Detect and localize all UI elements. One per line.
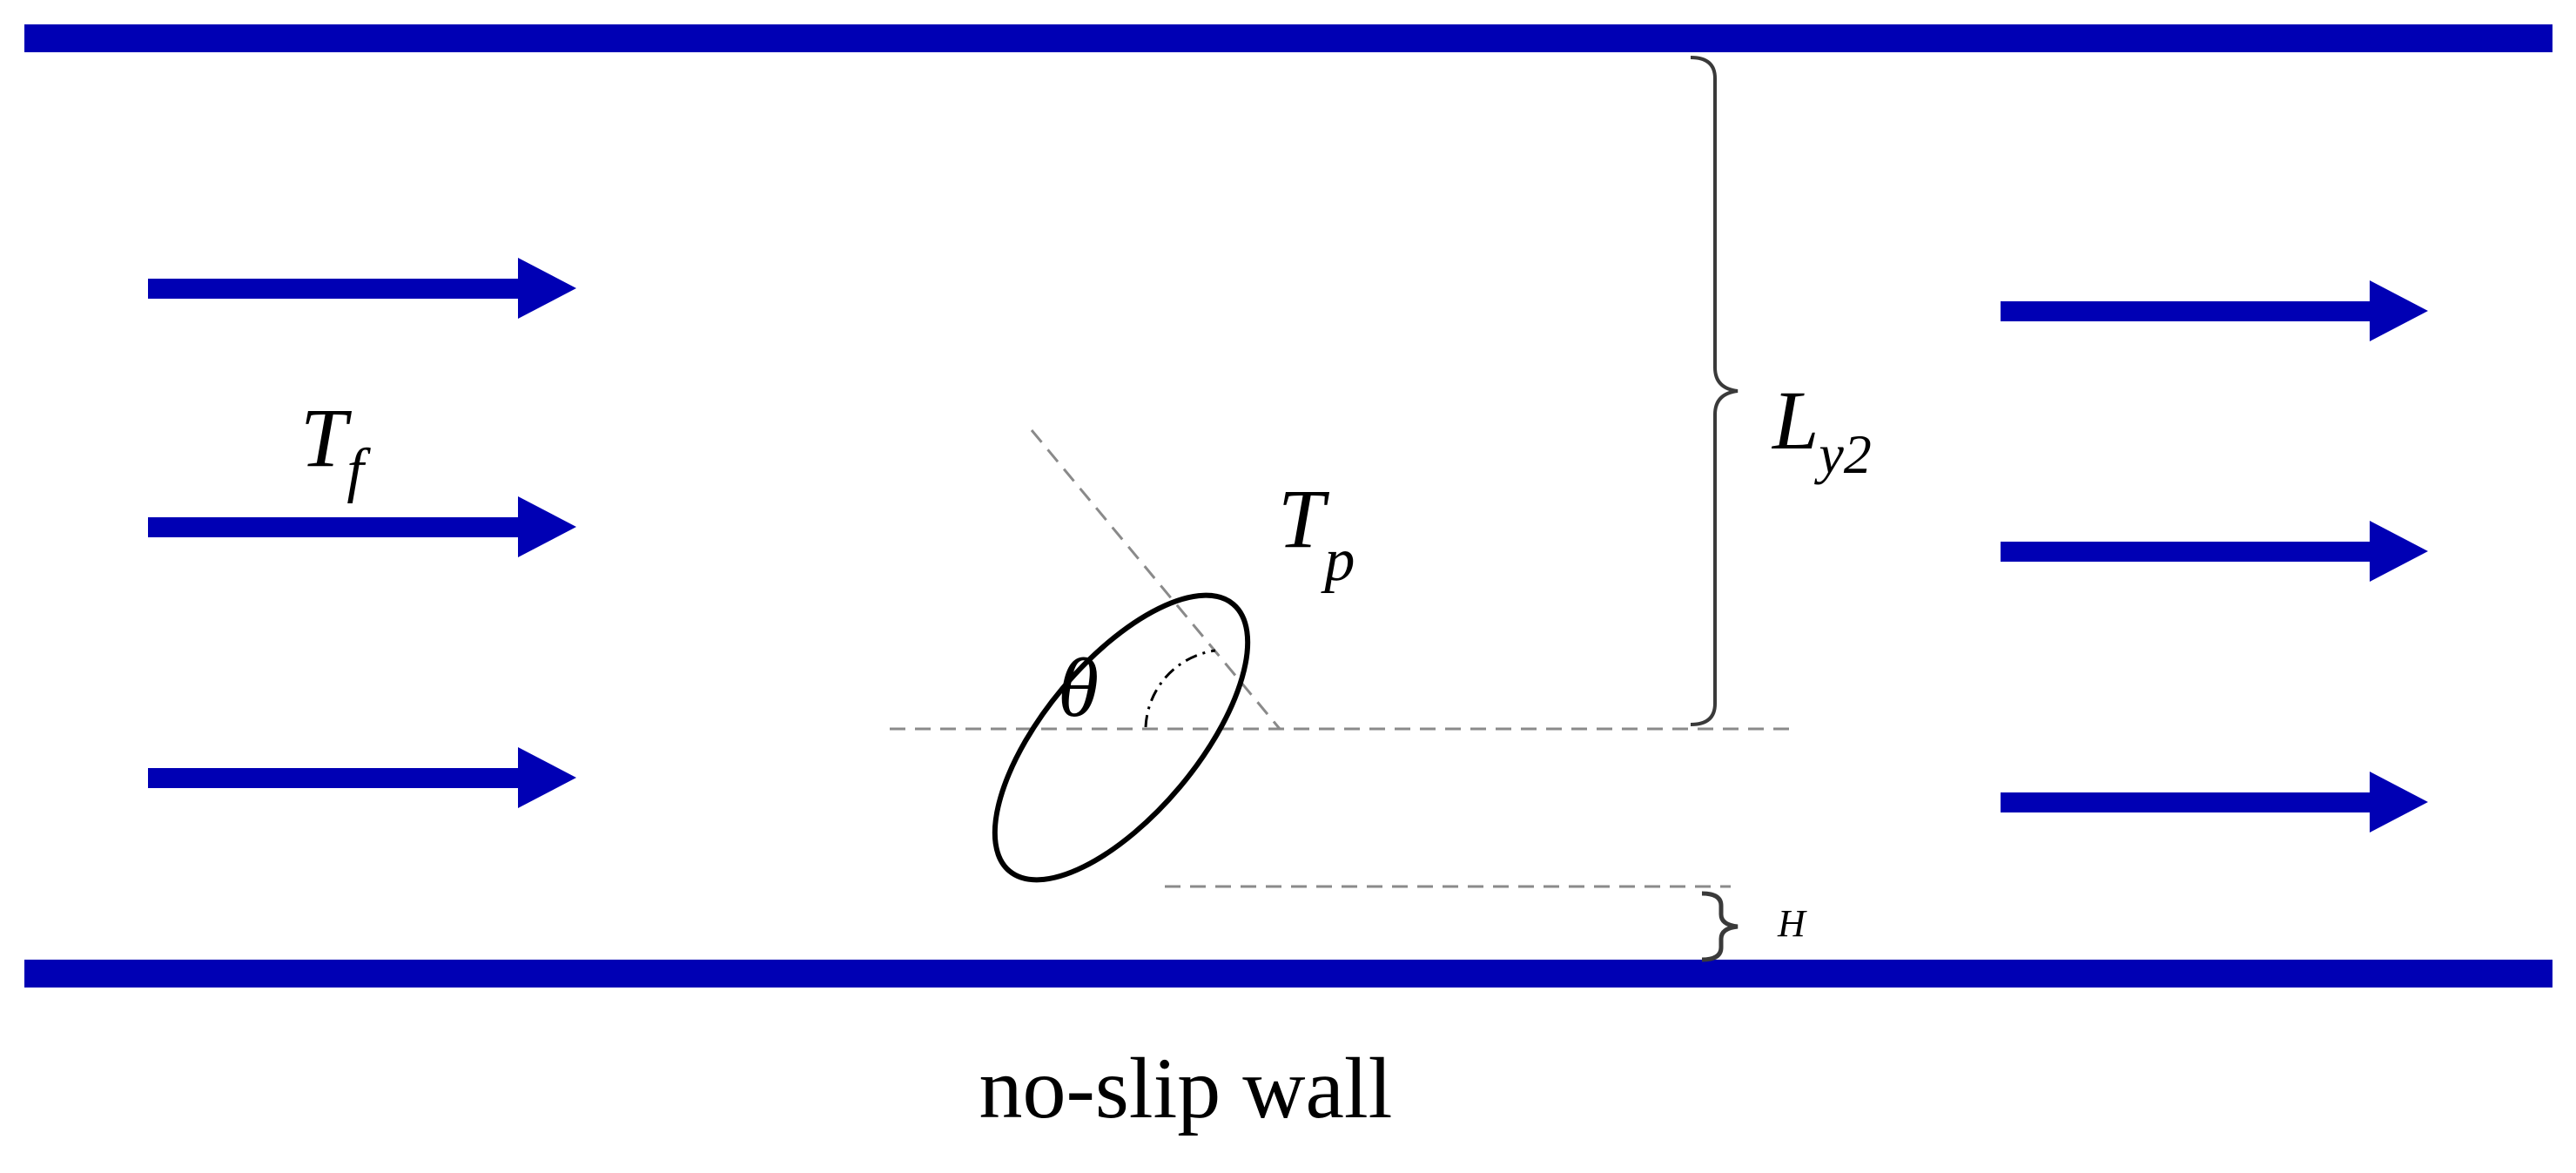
outlet-arrow-middle (2001, 521, 2428, 582)
half-height-base: L (1771, 374, 1819, 467)
elliptical-particle (992, 592, 1251, 883)
inlet-arrow-bottom (148, 747, 576, 808)
particle-temperature-subscript: p (1320, 527, 1355, 594)
angle-arc (1144, 649, 1216, 728)
top-wall (24, 24, 2552, 52)
outlet-arrow-bottom (2001, 772, 2428, 833)
height-brace-icon (1690, 56, 1739, 726)
fluid-temperature-subscript: f (346, 437, 371, 504)
angle-label: θ (1058, 641, 1099, 734)
gap-label: H (1777, 902, 1807, 945)
particle-temperature-label: Tp (1278, 472, 1355, 594)
fluid-temperature-base: T (300, 391, 353, 484)
fluid-temperature-label: Tf (300, 391, 371, 504)
outlet-arrow-top (2001, 280, 2428, 341)
inlet-arrow-top (148, 258, 576, 319)
half-height-subscript: y2 (1813, 423, 1871, 485)
inlet-arrow-middle (148, 496, 576, 557)
gap-brace-icon (1701, 891, 1739, 962)
bottom-wall (24, 960, 2552, 988)
particle-temperature-base: T (1278, 472, 1330, 565)
major-axis-line (1030, 429, 1281, 730)
wall-label: no-slip wall (979, 1040, 1393, 1136)
half-height-label: Ly2 (1771, 374, 1872, 485)
